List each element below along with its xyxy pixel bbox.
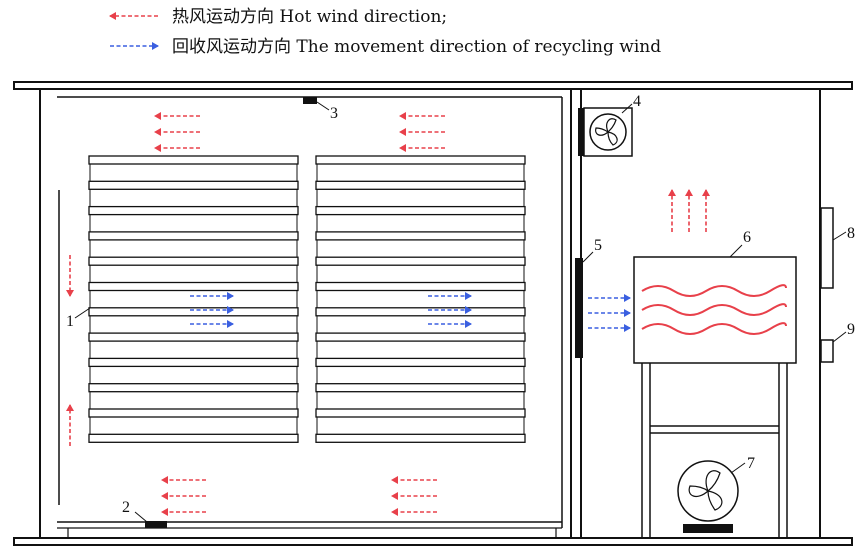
exhaust-fan: [578, 103, 633, 157]
building-frame: [13, 81, 853, 546]
vent-strip: [575, 258, 583, 358]
recycle-air-arrows-right: [428, 292, 472, 328]
tray-shelf: [88, 256, 299, 266]
label-9: 9: [847, 321, 855, 338]
hot-legend-label: 热风运动方向 Hot wind direction;: [172, 7, 447, 27]
sensor-bottom: [145, 521, 167, 528]
sensor-top: [303, 97, 317, 104]
label-4: 4: [633, 93, 641, 110]
tray-shelf: [88, 408, 299, 418]
tray-shelf: [88, 205, 299, 216]
circulation-fan: [677, 460, 746, 533]
tray-shelf: [315, 231, 526, 241]
tray-shelf: [315, 256, 526, 266]
tray-rack-right: [315, 155, 526, 443]
label-2: 2: [122, 499, 130, 516]
recycle-air-arrows-left: [190, 292, 234, 328]
tray-shelf: [315, 281, 526, 292]
heater: [633, 244, 797, 364]
hot-air-arrows-bottom-right: [391, 476, 437, 516]
heater-hot-air-up: [668, 189, 710, 232]
tray-shelf: [88, 155, 299, 165]
roof-slab: [13, 81, 853, 90]
label-7: 7: [747, 455, 755, 472]
hot-air-arrows-top-right: [399, 112, 445, 152]
tray-shelf: [315, 408, 526, 418]
tray-shelf: [315, 307, 526, 317]
tray-shelf: [88, 383, 299, 393]
tray-shelf: [88, 332, 299, 342]
tray-shelf: [315, 205, 526, 216]
recycle-air-arrows-heater: [588, 294, 631, 332]
tray-shelf: [88, 231, 299, 241]
label-3: 3: [330, 105, 338, 122]
tray-shelf: [315, 433, 526, 443]
label-5: 5: [594, 237, 602, 254]
label-1: 1: [66, 313, 74, 330]
tray-shelf: [315, 383, 526, 393]
tray-shelf: [88, 433, 299, 443]
legend: 热风运动方向 Hot wind direction; 回收风运动方向 The m…: [109, 7, 661, 57]
hot-air-arrows-bottom-left: [161, 476, 206, 516]
recycle-legend-label: 回收风运动方向 The movement direction of recycl…: [172, 37, 661, 57]
tray-shelf: [315, 332, 526, 342]
tray-rack-left: [88, 155, 299, 443]
tray-shelf: [88, 307, 299, 317]
heater-stand: [641, 363, 788, 538]
tray-shelf: [315, 155, 526, 165]
tray-shelf: [315, 180, 526, 190]
control-panel: [820, 207, 834, 289]
heat-wave-icon: [641, 284, 787, 335]
tray-shelf: [88, 180, 299, 190]
tray-shelf: [88, 357, 299, 368]
floor-slab: [13, 537, 853, 546]
tray-shelf: [88, 281, 299, 292]
tray-shelf: [315, 357, 526, 368]
power-switch: [820, 339, 834, 363]
hot-air-arrows-top-left: [154, 112, 200, 152]
label-6: 6: [743, 229, 751, 246]
label-8: 8: [847, 225, 855, 242]
